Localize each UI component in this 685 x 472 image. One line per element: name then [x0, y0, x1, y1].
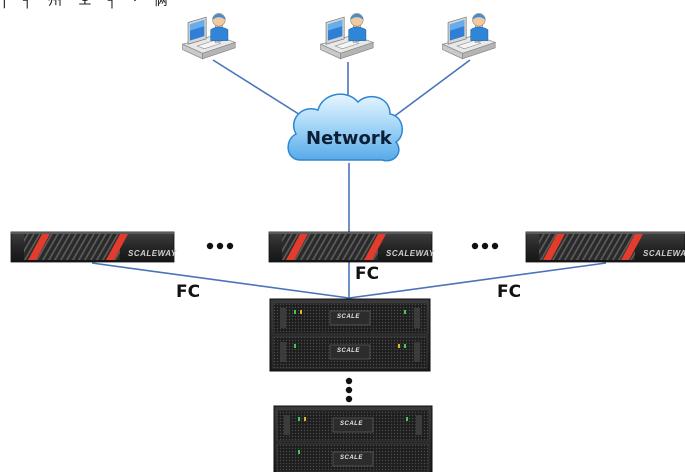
storage-brand-logo: SCALE — [340, 421, 363, 427]
link-server1-storage — [91, 262, 350, 299]
rack-server-icon[interactable] — [525, 231, 685, 263]
link-pc3-cloud — [391, 59, 471, 119]
cloud-icon[interactable] — [287, 93, 403, 162]
server-brand-logo: SCALEWAY — [386, 249, 435, 258]
fc-label-left: FC — [176, 282, 201, 302]
links — [91, 59, 607, 299]
fc-label-right: FC — [497, 282, 522, 302]
link-pc1-cloud — [212, 59, 306, 119]
server-brand-logo: SCALEWAY — [643, 249, 685, 258]
fc-label-center: FC — [355, 264, 380, 284]
clipped-top-text: | ┤ 州 오 ┤ · 俩 — [2, 0, 174, 9]
network-label: Network — [306, 128, 392, 149]
storage-enclosure-icon[interactable] — [269, 298, 431, 372]
workstation-icon[interactable] — [442, 12, 496, 60]
storage-brand-logo: SCALE — [337, 314, 360, 320]
server-brand-logo: SCALEWAY — [128, 249, 177, 258]
rack-server-icon[interactable] — [10, 231, 175, 263]
link-server3-storage — [348, 262, 607, 299]
workstation-icon[interactable] — [320, 12, 374, 60]
storage-enclosure-icon[interactable] — [273, 405, 433, 472]
storage-brand-logo: SCALE — [337, 348, 360, 354]
rack-server-icon[interactable] — [268, 231, 433, 263]
workstation-icon[interactable] — [182, 12, 236, 60]
horizontal-ellipsis-icon — [471, 242, 499, 250]
vertical-ellipsis-icon — [345, 377, 353, 403]
storage-brand-logo: SCALE — [340, 455, 363, 461]
horizontal-ellipsis-icon — [206, 242, 234, 250]
